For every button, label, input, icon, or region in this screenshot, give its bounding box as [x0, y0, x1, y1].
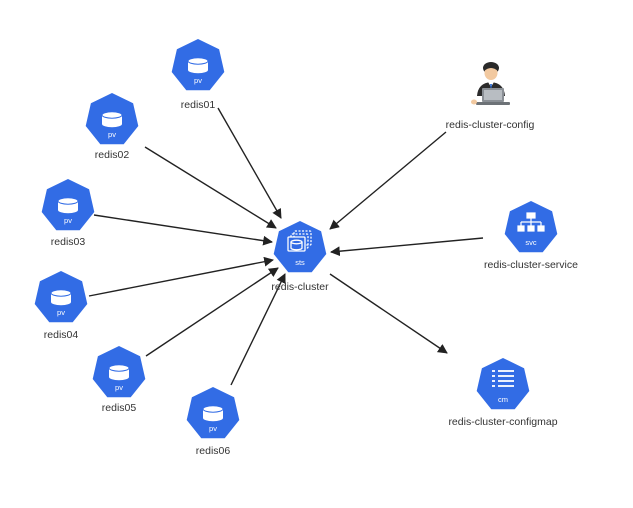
node-badge: cm — [498, 395, 508, 404]
edge-redis01-to-cluster — [217, 107, 282, 219]
configmap-icon — [492, 370, 514, 387]
edge-redis05-to-cluster — [145, 267, 279, 357]
node-label: redis-cluster — [271, 281, 329, 293]
persistent-volume-icon — [187, 57, 209, 74]
edge-redis02-to-cluster — [144, 146, 277, 229]
edge-cluster-to-configmap — [329, 273, 448, 354]
persistent-volume-icon — [108, 364, 130, 381]
node-badge: pv — [209, 424, 217, 433]
edge-redis04-to-cluster — [88, 256, 274, 297]
node-badge: sts — [295, 258, 305, 267]
edge-redis06-to-cluster — [230, 273, 286, 386]
persistent-volume-icon — [202, 405, 224, 422]
edge-redis03-to-cluster — [93, 214, 273, 246]
node-redis-cluster-configmap[interactable]: cm redis-cluster-configmap — [448, 358, 558, 428]
node-badge: svc — [525, 238, 537, 247]
node-badge: pv — [115, 383, 123, 392]
node-label: redis-cluster-configmap — [448, 416, 557, 428]
node-label: redis05 — [102, 402, 137, 414]
service-icon — [517, 212, 545, 232]
edge-service-to-cluster — [330, 237, 484, 257]
persistent-volume-icon — [57, 197, 79, 214]
node-redis04[interactable]: pv redis04 — [34, 271, 88, 341]
node-redis-cluster-service[interactable]: svc redis-cluster-service — [484, 201, 578, 271]
node-redis03[interactable]: pv redis03 — [41, 179, 95, 248]
persistent-volume-icon — [101, 111, 123, 128]
node-redis-cluster-config[interactable]: redis-cluster-config — [446, 62, 535, 131]
node-label: redis04 — [44, 329, 79, 341]
node-redis02[interactable]: pv redis02 — [85, 93, 139, 161]
node-badge: pv — [108, 130, 116, 139]
statefulset-icon — [287, 230, 312, 252]
node-badge: pv — [57, 308, 65, 317]
node-redis01[interactable]: pv redis01 — [171, 39, 225, 111]
node-label: redis02 — [95, 149, 130, 161]
node-label: redis-cluster-config — [446, 119, 535, 131]
node-label: redis03 — [51, 236, 86, 248]
node-redis-cluster[interactable]: sts redis-cluster — [271, 221, 329, 293]
persistent-volume-icon — [50, 289, 72, 306]
node-label: redis06 — [196, 445, 231, 457]
node-label: redis-cluster-service — [484, 259, 578, 271]
node-redis05[interactable]: pv redis05 — [92, 346, 146, 414]
user-at-laptop-icon — [471, 62, 510, 105]
node-badge: pv — [194, 76, 202, 85]
edge-config-to-cluster — [329, 131, 447, 230]
node-label: redis01 — [181, 99, 216, 111]
edges — [88, 107, 484, 386]
node-badge: pv — [64, 216, 72, 225]
node-redis06[interactable]: pv redis06 — [186, 387, 240, 457]
